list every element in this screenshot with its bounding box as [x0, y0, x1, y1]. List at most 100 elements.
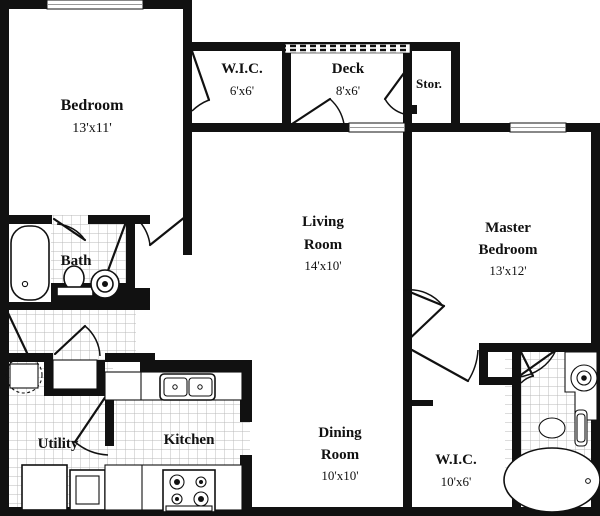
label-deck-dim: 8'x6' [336, 83, 360, 98]
wall-wic2-east [512, 350, 521, 515]
kitchen-sink-drain-right [197, 384, 203, 390]
wall-kitchen-east-lower [240, 455, 252, 515]
window-master-north [509, 122, 567, 133]
master-sink-drain [581, 375, 587, 381]
door-deck [290, 97, 345, 126]
wall-bath-ne-jamb [126, 215, 150, 224]
wall-south-exterior [0, 507, 600, 516]
utility-fixtures [5, 356, 106, 511]
bathtub-drain [21, 280, 29, 288]
range-burner-4-center [198, 496, 204, 502]
master-toilet-tank-inner [576, 413, 586, 443]
wall-wic1-north [183, 42, 291, 51]
label-master-dim: 13'x12' [489, 263, 526, 278]
wall-stor-jamb [403, 105, 417, 114]
wall-wic1-south [183, 123, 291, 132]
kitchen-sink-drain-left [172, 384, 178, 390]
wall-bath-north-a [0, 215, 52, 224]
wall-living-master-partition [403, 123, 412, 343]
wall-utility-closet-east [96, 360, 105, 395]
label-dining-line1: Dining [318, 425, 362, 441]
dryer-inner [75, 475, 100, 505]
window-bedroom-north [46, 0, 144, 10]
label-wic-bedroom-dim: 6'x6' [230, 83, 254, 98]
wall-bath-south [0, 301, 135, 310]
wall-hall-south-b [105, 353, 155, 362]
doors [6, 49, 558, 456]
door-wic-bedroom [183, 49, 211, 123]
wall-wic2-north-nub [403, 400, 433, 406]
bath-sink-drain [102, 281, 108, 287]
door-linen [519, 350, 535, 384]
wall-bedroom-east-lower [183, 50, 192, 222]
wall-east-exterior [591, 123, 600, 515]
bath-fixtures [9, 224, 135, 302]
label-kitchen: Kitchen [164, 432, 215, 448]
wall-bath-west [0, 215, 9, 310]
label-dining-line2: Room [321, 447, 360, 463]
wall-stor-east [451, 42, 460, 132]
water-heater [5, 356, 43, 394]
wall-kitchen-north [140, 360, 252, 372]
room-labels: Bedroom 13'x11' W.I.C. 6'x6' Deck 8'x6' … [38, 61, 538, 489]
wall-master-north [412, 123, 600, 132]
deck-railing [284, 43, 411, 54]
range-burner-2-center [199, 480, 203, 484]
wall-utility-kitchen [105, 395, 114, 435]
door-kitchen [73, 394, 109, 456]
wall-kitchen-east-upper [240, 360, 252, 422]
utility-counter [52, 359, 98, 390]
window-living-north [348, 122, 406, 133]
door-wic-master [410, 348, 479, 383]
label-dining-dim: 10'x10' [321, 468, 358, 483]
range-burner-1-center [174, 479, 180, 485]
door-bath [52, 217, 87, 242]
wall-masterbath-north [488, 343, 600, 352]
label-utility: Utility [38, 436, 79, 452]
label-living-room-dim: 14'x10' [304, 258, 341, 273]
wall-stor-north [403, 42, 460, 51]
wall-bedroom-east-upper [183, 0, 192, 50]
label-master-line2: Bedroom [479, 242, 538, 258]
bathtub [10, 225, 50, 301]
wall-bath-east [126, 222, 135, 310]
door-master-bath [516, 348, 558, 379]
door-bedroom-hall [139, 215, 187, 247]
kitchen-fixtures [104, 371, 243, 513]
wall-bedroom-west [0, 0, 9, 222]
label-deck: Deck [332, 61, 365, 77]
windows [46, 0, 567, 133]
wall-utility-kitchen-b [105, 430, 114, 446]
wall-entry-north-a [0, 353, 44, 362]
door-utility [53, 324, 101, 357]
wall-linen-south [479, 377, 521, 385]
wall-west-exterior-lower [0, 310, 9, 515]
washer [21, 464, 68, 511]
door-storage [383, 71, 406, 115]
wall-stor-west [403, 42, 412, 132]
label-wic-master-dim: 10'x6' [441, 474, 472, 489]
label-storage: Stor. [416, 76, 442, 91]
water-heater-pan [9, 363, 39, 389]
master-tub-drain [585, 478, 591, 484]
label-bedroom: Bedroom [61, 97, 124, 114]
wall-bath-north-b [88, 215, 135, 224]
master-bath-fixtures [503, 351, 600, 513]
label-living-room-line2: Room [304, 237, 343, 253]
wall-hall-stub [183, 215, 192, 255]
label-bath: Bath [61, 253, 93, 269]
label-bedroom-dim: 13'x11' [72, 121, 112, 136]
wall-dining-wic-partition [403, 343, 412, 515]
wall-utility-closet-south [44, 388, 105, 396]
range-handle [165, 505, 213, 512]
label-wic-bedroom: W.I.C. [221, 61, 263, 77]
label-wic-master: W.I.C. [435, 452, 477, 468]
wall-wic1-east [282, 42, 291, 132]
wall-linen-west [479, 343, 488, 383]
label-living-room-line1: Living [302, 214, 344, 230]
range-burner-3-center [175, 497, 179, 501]
label-master-line1: Master [485, 220, 531, 236]
master-tub [503, 447, 600, 513]
wall-utility-closet-west [44, 353, 53, 395]
